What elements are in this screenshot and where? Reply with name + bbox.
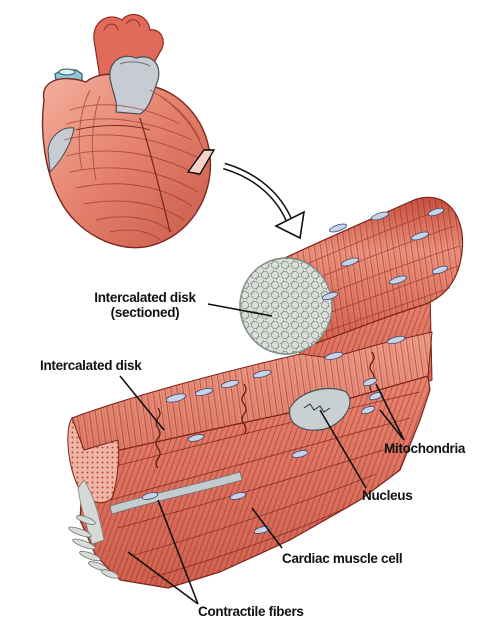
leader-contractile-fibers-1: [157, 499, 199, 605]
label-mitochondria: Mitochondria: [384, 441, 466, 456]
leader-lines: [119, 303, 405, 605]
magnification-arrow: [222, 162, 306, 240]
heart-illustration: [41, 13, 212, 249]
muscle-tissue-block: [67, 196, 464, 589]
label-contractile-fibers: Contractile fibers: [198, 604, 304, 619]
label-cardiac-muscle-cell: Cardiac muscle cell: [282, 551, 403, 566]
leader-nucleus: [319, 409, 367, 489]
label-intercalated-disk: Intercalated disk: [40, 358, 142, 373]
label-intercalated-disk-sectioned: Intercalated disk (sectioned): [80, 290, 210, 320]
leader-intercalated-disk-sectioned: [207, 303, 273, 317]
leader-mitochondria-1: [379, 409, 405, 441]
mitochondria-shapes: [141, 207, 449, 534]
sample-wedge-marker: [186, 149, 216, 175]
leader-mitochondria-2: [375, 383, 405, 441]
leader-cardiac-muscle-cell: [251, 507, 283, 549]
label-intercalated-disk-sectioned-line2: (sectioned): [110, 305, 180, 320]
label-intercalated-disk-sectioned-line1: Intercalated disk: [94, 290, 196, 305]
nucleus-shape: [289, 387, 351, 431]
leader-intercalated-disk: [119, 375, 165, 431]
leader-contractile-fibers-2: [127, 551, 199, 605]
label-nucleus: Nucleus: [362, 488, 413, 503]
